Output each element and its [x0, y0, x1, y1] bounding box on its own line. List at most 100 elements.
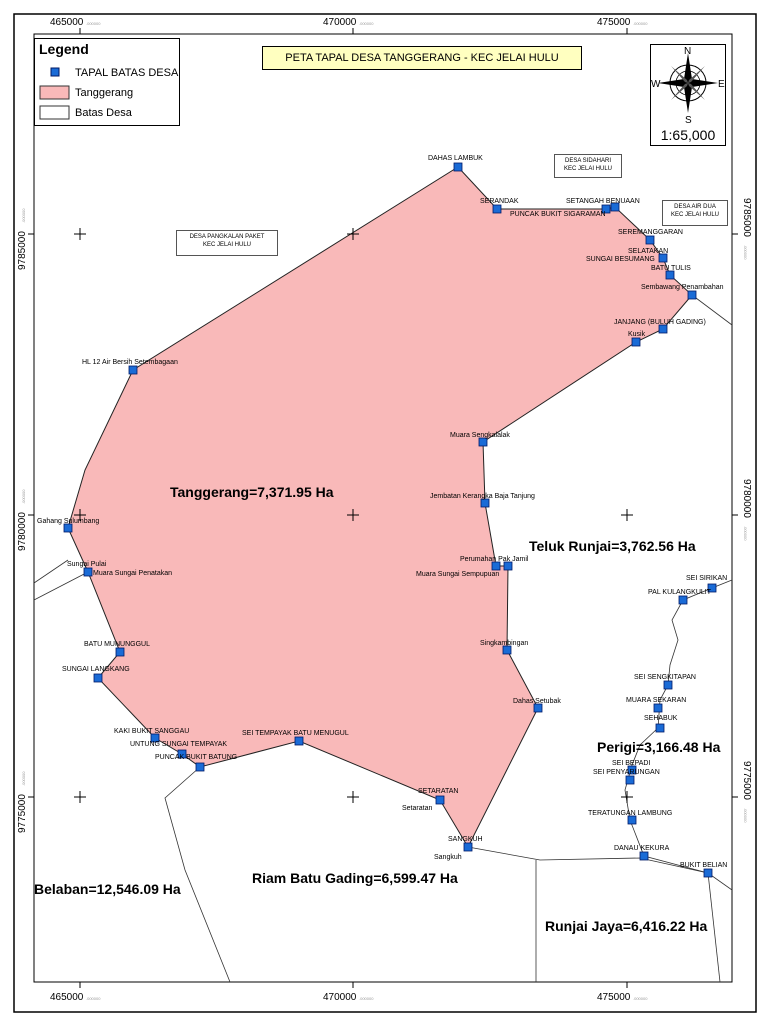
compass-w: W: [651, 79, 661, 90]
area-label-runjai-jaya: Runjai Jaya=6,416.22 Ha: [545, 918, 707, 934]
boundary-marker-icon: [601, 204, 611, 214]
y-label-right-2: 9780000: [741, 479, 752, 518]
legend-label: Batas Desa: [75, 107, 132, 119]
x-label-bottom-2: 470000: [323, 992, 357, 1003]
boundary-marker-icon: [93, 673, 103, 683]
point-label: Muara Sengkalalak: [450, 432, 510, 439]
point-label: SANGKUH: [448, 836, 483, 843]
y-suffix-right-1: .000000: [743, 245, 748, 260]
point-label: Dahas Setubak: [513, 698, 561, 705]
area-label-tanggerang: Tanggerang=7,371.95 Ha: [170, 484, 334, 500]
point-label: Sembawang Penambahan: [641, 284, 724, 291]
boundary-marker-icon: [533, 703, 543, 713]
point-label: DAHAS LAMBUK: [428, 155, 483, 162]
y-suffix-left-2: .000000: [21, 489, 26, 504]
point-label: SUNGAI LANGKANG: [62, 666, 130, 673]
point-label: SEI PENYARUNGAN: [593, 769, 660, 776]
boundary-marker-icon: [610, 202, 620, 212]
boundary-marker-icon: [177, 749, 187, 759]
point-label: SEI SIRIKAN: [686, 575, 727, 582]
note-line: DESA AIR DUA: [674, 204, 716, 210]
point-label: SERANDAK: [480, 198, 519, 205]
x-label-top-3: 475000: [597, 17, 631, 28]
point-label: SEREMANGGARAN: [618, 229, 683, 236]
boundary-marker-icon: [453, 162, 463, 172]
boundary-marker-icon: [645, 235, 655, 245]
legend-label: Tanggerang: [75, 87, 134, 99]
point-label: Gahang Sulumbang: [37, 518, 99, 525]
boundary-marker-icon: [150, 733, 160, 743]
x-label-top-1: 465000: [50, 17, 84, 28]
point-label: KAKI BUKIT SANGGAU: [114, 728, 189, 735]
point-label: PUNCAK BUKIT BATUNG: [155, 754, 237, 761]
y-label-right-3: 9775000: [741, 761, 752, 800]
grid-crosses: [74, 228, 633, 803]
boundary-marker-icon: [627, 765, 637, 775]
point-label: SELATAKAN: [628, 248, 668, 255]
boundary-marker-icon: [83, 567, 93, 577]
boundary-marker-icon: [492, 204, 502, 214]
point-label: Singkambingan: [480, 640, 528, 647]
boundary-marker-icon: [655, 723, 665, 733]
boundary-marker-icon: [658, 324, 668, 334]
north-arrow-box: N S W E 1:65,000: [650, 44, 726, 146]
y-suffix-left-1: .000000: [21, 208, 26, 223]
boundary-marker-icon: [703, 868, 713, 878]
boundary-marker-icon: [478, 437, 488, 447]
boundary-marker-icon: [435, 795, 445, 805]
point-label: Sangkuh: [434, 854, 462, 861]
area-label-belaban: Belaban=12,546.09 Ha: [34, 881, 181, 897]
boundary-marker-icon: [480, 498, 490, 508]
point-label: SEI TEMPAYAK BATU MENUGUL: [242, 730, 349, 737]
compass-rose-icon: N S W E: [651, 46, 725, 126]
note-desa-sidahari: DESA SIDAHARI KEC JELAI HULU: [554, 154, 622, 178]
y-suffix-right-3: .000000: [743, 808, 748, 823]
point-label: SETARATAN: [418, 788, 458, 795]
boundary-marker-icon: [503, 561, 513, 571]
legend: Legend TAPAL BATAS DESA Tanggerang Batas…: [34, 38, 180, 126]
boundary-marker-icon: [663, 680, 673, 690]
point-label: Muara Sungai Penatakan: [93, 570, 172, 577]
point-label: DANAU KEKURA: [614, 845, 670, 852]
boundary-marker-icon: [707, 583, 717, 593]
boundary-marker-icon: [502, 645, 512, 655]
marker-icon: [50, 67, 60, 77]
outer-frame: [13, 13, 757, 1013]
map-title: PETA TAPAL DESA TANGGERANG - KEC JELAI H…: [262, 46, 582, 70]
note-line: KEC JELAI HULU: [670, 212, 719, 218]
note-desa-pangkalan-paket: DESA PANGKALAN PAKET KEC JELAI HULU: [176, 230, 278, 256]
point-label: SEHABUK: [644, 715, 678, 722]
polygon-swatch-icon: [39, 85, 70, 100]
boundary-marker-icon: [115, 647, 125, 657]
x-label-bottom-1: 465000: [50, 992, 84, 1003]
map-scale: 1:65,000: [660, 127, 716, 143]
area-label-perigi: Perigi=3,166.48 Ha: [597, 739, 721, 755]
point-label: Kusik: [628, 331, 646, 338]
point-label: SUNGAI BESUMANG: [586, 256, 655, 263]
x-label-top-2: 470000: [323, 17, 357, 28]
point-label: BATU TULIS: [651, 265, 691, 272]
point-label: BUKIT BELIAN: [680, 862, 727, 869]
y-label-left-3: 9775000: [17, 794, 28, 833]
boundary-marker-icon: [195, 762, 205, 772]
boundary-marker-icon: [639, 851, 649, 861]
y-suffix-left-3: .000000: [21, 771, 26, 786]
point-label: PAL KULANGKULIT: [648, 589, 712, 596]
boundary-marker-icon: [627, 815, 637, 825]
point-label: HL 12 Air Bersih Setembagaan: [82, 359, 178, 366]
boundary-marker-icon: [665, 270, 675, 280]
boundary-marker-icon: [653, 703, 663, 713]
y-label-right-1: 9785000: [741, 198, 752, 237]
point-label: JANJANG (BULUH GADING): [614, 319, 706, 326]
point-label: SEI BEPADI: [612, 760, 650, 767]
boundary-marker-icon: [491, 561, 501, 571]
point-label: Perumahan Pak Jamil: [460, 556, 529, 563]
x-suffix-top-1: .000000: [86, 21, 101, 26]
x-suffix-bottom-2: .000000: [359, 996, 374, 1001]
point-label: Jembatan Kerangka Baja Tanjung: [430, 493, 535, 500]
frame-ticks: [28, 28, 738, 988]
area-label-teluk-runjai: Teluk Runjai=3,762.56 Ha: [529, 538, 696, 554]
boundary-marker-icon: [687, 290, 697, 300]
point-label: UNTUNG SUNGAI TEMPAYAK: [130, 741, 227, 748]
point-label: Muara Sungai Sempupuan: [416, 571, 499, 578]
